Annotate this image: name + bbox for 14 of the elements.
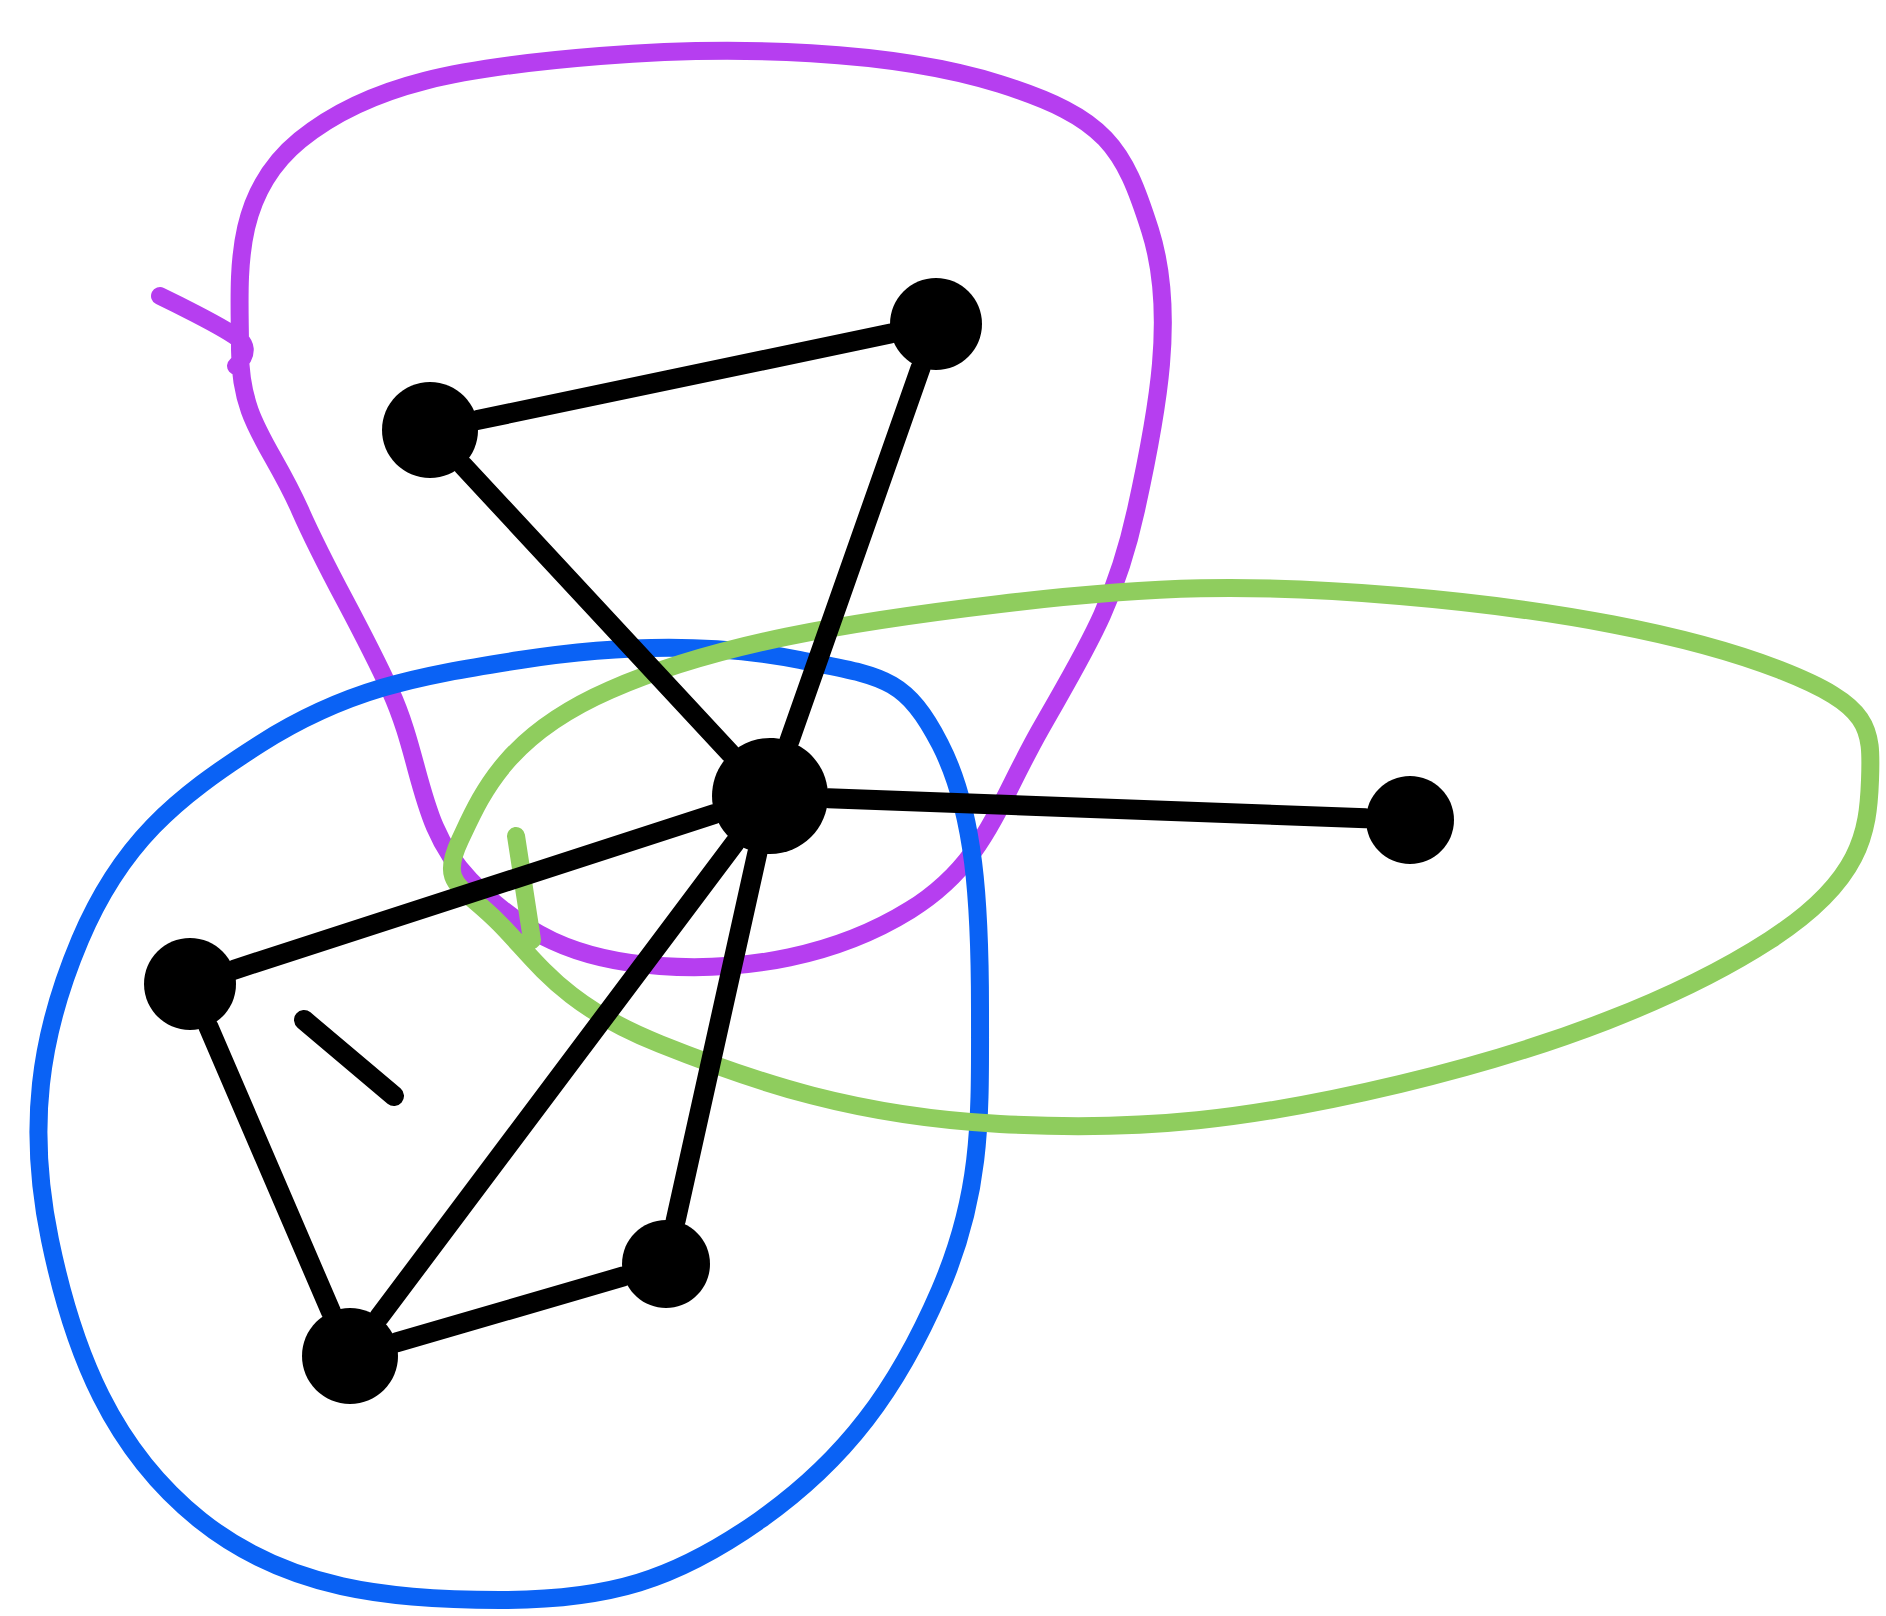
vertex-dot bbox=[712, 738, 828, 854]
graph-edge bbox=[369, 832, 745, 1328]
vertex-dot bbox=[302, 1308, 398, 1404]
graph-edge bbox=[198, 1016, 341, 1322]
graph-edge bbox=[224, 804, 725, 980]
vertex-dot bbox=[382, 382, 478, 478]
graph-edge bbox=[779, 357, 931, 751]
graph-edge bbox=[386, 1266, 634, 1353]
vertex-dot bbox=[622, 1220, 710, 1308]
vertex-dot bbox=[144, 938, 236, 1030]
graph-edge bbox=[665, 843, 768, 1231]
vertex-dot bbox=[890, 278, 982, 370]
vertex-dot bbox=[1366, 776, 1454, 864]
graph-edge bbox=[452, 455, 741, 764]
